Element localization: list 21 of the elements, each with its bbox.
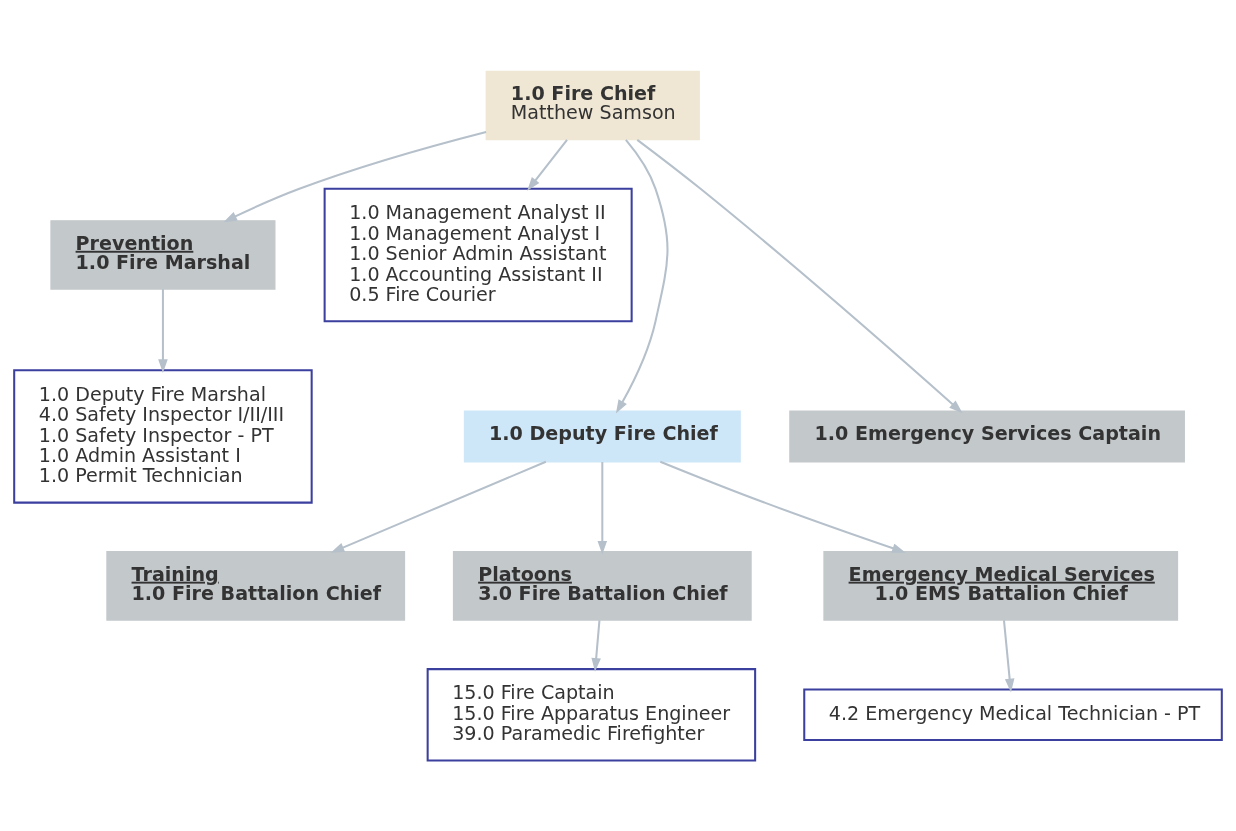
arrow [223, 130, 487, 222]
node-box: 1.0 Deputy Fire Chief [463, 410, 741, 462]
node-box: 4.2 Emergency Medical Technician - PT [803, 688, 1223, 741]
arrow [158, 288, 168, 373]
node-box: Prevention 1.0 Fire Marshal [50, 219, 276, 290]
arrow [597, 461, 608, 555]
node-box: 15.0 Fire Captain 15.0 Fire Apparatus Engineer 39.0 Paramedic Firefighter [426, 667, 757, 762]
arrow [636, 138, 963, 413]
node-box: Emergency Medical Services 1.0 EMS Battalion Chief [823, 550, 1179, 621]
arrow [330, 460, 547, 553]
node-box: 1.0 Deputy Fire Marshal 4.0 Safety Inspector I/II/III 1.0 Safety Inspector - PT 1.0 Admin Assistant I 1.0 Permit Technician [13, 368, 313, 504]
arrow [615, 138, 669, 414]
node-box: Platoons 3.0 Fire Battalion Chief [452, 550, 752, 621]
arrow [527, 138, 568, 191]
arrow [659, 460, 906, 553]
node-box: 1.0 Emergency Services Captain [789, 410, 1185, 462]
node-box: Training 1.0 Fire Battalion Chief [106, 550, 406, 621]
arrow [1002, 619, 1015, 692]
node-box: 1.0 Management Analyst II 1.0 Management Analyst I 1.0 Senior Admin Assistant 1.0 Accounting Assistant II 0.5 Fire Courier [323, 187, 633, 322]
arrow [591, 619, 601, 672]
node-box: 1.0 Fire Chief Matthew Samson [485, 70, 700, 140]
